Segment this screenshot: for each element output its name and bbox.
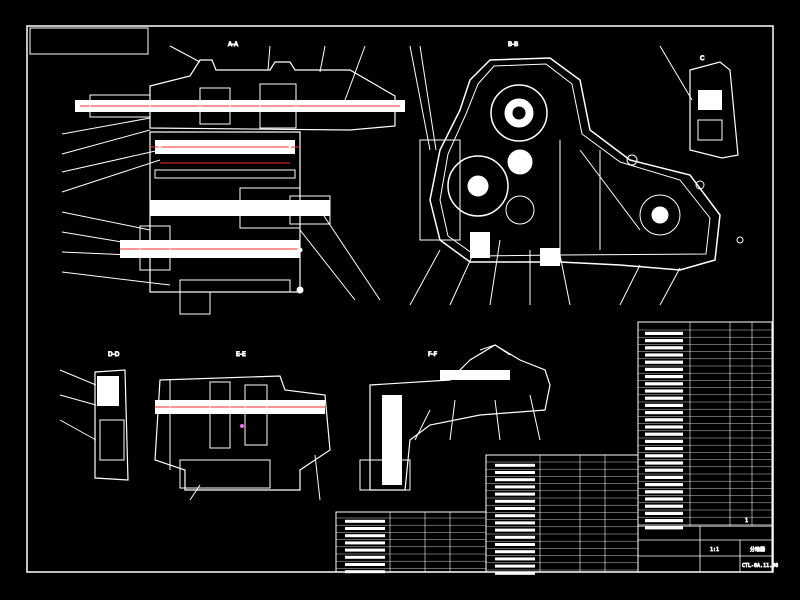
parts-list-text-mark (495, 499, 535, 503)
parts-list-text-mark (645, 475, 683, 479)
title-block-name: 分动器 (750, 546, 765, 553)
parts-list-text-mark (495, 535, 535, 539)
title-block-drawing-no: CTL-0A.11.00 (742, 563, 778, 569)
parts-list-text-mark (645, 382, 683, 386)
parts-list-text-mark (645, 353, 683, 357)
parts-list-text-mark (645, 497, 683, 501)
parts-list-text-mark (645, 526, 683, 530)
parts-list-text-mark (645, 360, 683, 364)
parts-list-text-mark (345, 563, 385, 566)
parts-list-text-mark (645, 418, 683, 422)
detail-d-label: D-D (108, 351, 120, 358)
parts-list-text-mark (345, 519, 385, 523)
title-block-sheet: 1 (745, 518, 748, 524)
parts-list-text-mark (495, 492, 535, 496)
title-block-scale: 1:1 (710, 547, 719, 553)
parts-list-text-mark (645, 367, 683, 371)
parts-list-text-mark (345, 534, 385, 538)
parts-list-text-mark (495, 485, 535, 489)
parts-list-text-mark (645, 331, 683, 335)
parts-list-text-mark (645, 346, 683, 350)
parts-list-text-mark (495, 571, 535, 575)
parts-list-rows (638, 329, 772, 530)
parts-list-text-mark (495, 557, 535, 561)
parts-list-text-mark (645, 389, 683, 393)
parts-list-text-mark (495, 463, 535, 467)
parts-list-text-mark (645, 432, 683, 436)
parts-list-text-mark (645, 468, 683, 472)
parts-list-text-mark (495, 543, 535, 546)
side-view: B-B (409, 41, 744, 306)
parts-list-text-mark (495, 471, 535, 474)
detail-e-view: E-E (154, 351, 331, 501)
parts-list-text-mark (495, 564, 535, 568)
parts-list-text-mark (495, 528, 535, 532)
side-view-label: B-B (508, 41, 518, 48)
parts-list-text-mark (345, 527, 385, 530)
parts-list-text-mark (495, 514, 535, 518)
detail-e-label: E-E (236, 351, 246, 358)
detail-c-view: C (659, 45, 739, 159)
parts-list-text-mark (645, 483, 683, 487)
parts-list-text-mark (345, 555, 385, 559)
parts-list-text-mark (495, 521, 535, 525)
parts-list-text-mark (645, 461, 683, 465)
parts-list-text-mark (645, 511, 683, 515)
parts-list-text-mark (495, 550, 535, 554)
parts-list-text-mark (345, 541, 385, 545)
detail-f-view: F-F (359, 344, 551, 491)
detail-c-label: C (700, 55, 704, 62)
parts-list-text-mark (645, 396, 683, 400)
parts-list-text-mark (645, 447, 683, 451)
parts-list-text-mark (645, 454, 683, 458)
parts-list-bottom (335, 454, 639, 573)
parts-list-text-mark (345, 570, 385, 574)
parts-list-text-mark (645, 375, 683, 379)
corner-box (29, 27, 149, 55)
title-block: 1 分动器 1:1 CTL-0A.11.00 (637, 518, 779, 573)
detail-d-view: D-D (59, 351, 129, 481)
parts-list-text-mark (345, 548, 385, 552)
parts-list-text-mark (645, 411, 683, 415)
parts-list-text-mark (645, 439, 683, 443)
parts-list-text-mark (645, 519, 683, 523)
main-section-view: A-A (61, 41, 405, 315)
parts-list-text-mark (645, 425, 683, 429)
parts-list-text-mark (645, 490, 683, 494)
parts-list-text-mark (495, 507, 535, 510)
parts-list-bottom-rows (336, 461, 638, 575)
parts-list-text-mark (645, 339, 683, 343)
parts-list-text-mark (645, 403, 683, 407)
detail-f-label: F-F (428, 351, 438, 358)
main-view-label: A-A (228, 41, 239, 48)
parts-list-text-mark (495, 478, 535, 482)
parts-list-text-mark (645, 504, 683, 508)
